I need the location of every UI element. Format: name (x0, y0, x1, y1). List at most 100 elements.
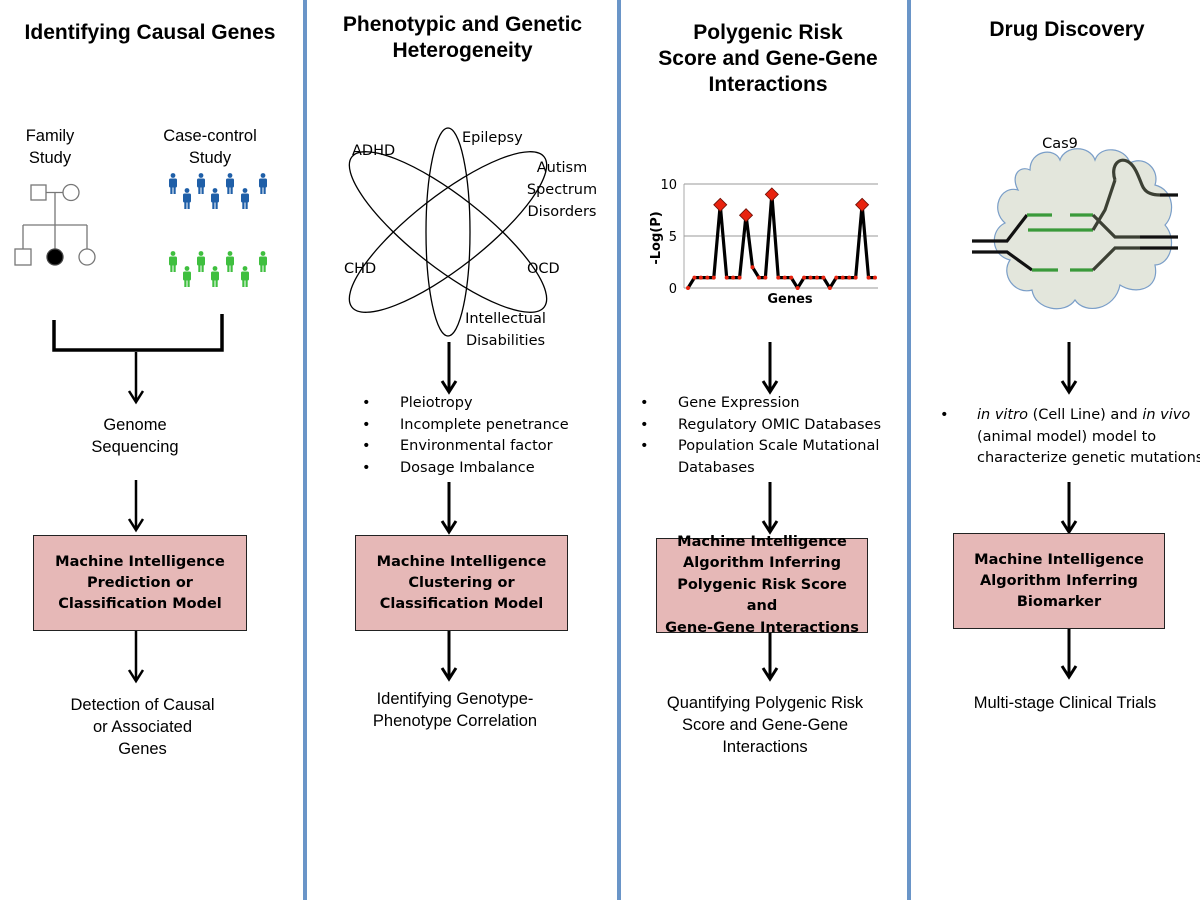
mother-circle (62, 183, 80, 202)
mi-polygenic-box: Machine Intelligence Algorithm Inferring… (656, 534, 868, 636)
cas9-label: Cas9 (1042, 136, 1078, 152)
column-title: Phenotypic and Genetic Heterogeneity (342, 13, 583, 62)
control-person-icon (241, 266, 249, 287)
data-point (802, 275, 807, 280)
control-person-icon (259, 251, 267, 272)
mi-biomarker-box: Machine Intelligence Algorithm Inferring… (953, 533, 1165, 629)
case-person-icon (197, 173, 205, 194)
list-item: Gene Expression (640, 393, 881, 415)
arrow-down (761, 633, 779, 682)
y-tick-label: 0 (669, 282, 677, 297)
data-point (711, 275, 716, 280)
data-point (795, 286, 800, 290)
dna-strand-bottom (972, 250, 1033, 272)
mi-prediction-box: Machine Intelligence Prediction or Class… (33, 535, 247, 631)
x-axis-label: Genes (767, 292, 813, 307)
son-square (14, 248, 32, 266)
data-sources-list: Gene Expression Regulatory OMIC Database… (640, 393, 881, 479)
heterogeneity-factors-list: Pleiotropy Incomplete penetrance Environ… (362, 393, 569, 479)
list-item: Dosage Imbalance (362, 458, 569, 480)
control-person-icon (226, 251, 234, 272)
case-control-study-label: Case-control Study (163, 127, 257, 167)
peak-marker (764, 187, 779, 202)
ellipse-diagonal-1 (348, 151, 548, 313)
data-point (789, 275, 794, 280)
data-point (821, 275, 826, 280)
case-person-icon (183, 188, 191, 209)
label-adhd: ADHD (352, 143, 396, 159)
list-item: Population Scale Mutational Databases (640, 436, 881, 479)
data-point (763, 275, 768, 280)
data-point (731, 275, 736, 280)
data-point (724, 275, 729, 280)
column-title: Polygenic Risk Score and Gene-Gene Inter… (658, 21, 878, 96)
cas9-crispr-diagram (972, 148, 1178, 310)
data-point (776, 275, 781, 280)
data-point (692, 275, 697, 280)
outcome-label: Multi-stage Clinical Trials (973, 694, 1157, 712)
column-title: Drug Discovery (989, 18, 1145, 41)
arrow-down (127, 480, 145, 533)
peak-marker (855, 197, 870, 212)
case-person-icon (259, 173, 267, 194)
arrow-down (127, 631, 145, 684)
case-person-icon (226, 173, 234, 194)
mi-clustering-box: Machine Intelligence Clustering or Class… (355, 535, 568, 631)
case-person-icon (211, 188, 219, 209)
bullet-text: (Cell Line) and (1027, 407, 1143, 423)
data-point (782, 275, 787, 280)
in-vivo-text: in vivo (1142, 407, 1191, 423)
affected-daughter-circle (46, 248, 64, 266)
list-item: Incomplete penetrance (362, 415, 569, 437)
y-tick-label: 10 (660, 178, 677, 193)
phenotype-ellipses (348, 127, 548, 337)
pedigree-diagram (14, 183, 96, 266)
y-axis-label: -Log(P) (649, 211, 664, 264)
case-control-people (169, 173, 267, 287)
label-intellectual-disabilities: Intellectual Disabilities (465, 311, 546, 349)
outcome-label: Identifying Genotype- Phenotype Correlat… (372, 690, 538, 730)
bullet-text: (animal model) model to characterize gen… (977, 428, 1200, 467)
ellipse-diagonal-2 (348, 151, 548, 313)
list-item: • in vitro (Cell Line) and in vivo (anim… (940, 405, 1200, 470)
data-point (705, 275, 710, 280)
control-person-icon (211, 266, 219, 287)
peak-marker (713, 197, 728, 212)
case-person-icon (241, 188, 249, 209)
arrow-down (761, 482, 779, 535)
y-tick-label: 5 (669, 230, 677, 245)
outcome-label: Quantifying Polygenic Risk Score and Gen… (666, 694, 864, 756)
data-point (834, 275, 839, 280)
list-item: Regulatory OMIC Databases (640, 415, 881, 437)
genome-sequencing-label: Genome Sequencing (91, 416, 179, 456)
control-person-icon (183, 266, 191, 287)
arrow-down (440, 342, 458, 395)
label-autism: Autism Spectrum Disorders (526, 160, 598, 220)
data-point (737, 275, 742, 280)
outcome-label: Detection of Causal or Associated Genes (70, 696, 215, 758)
merge-bracket (52, 314, 224, 405)
arrow-down (440, 631, 458, 682)
data-point (756, 275, 761, 280)
data-point (853, 275, 858, 280)
daughter-circle (78, 248, 96, 266)
data-point (808, 275, 813, 280)
arrow-down (1060, 482, 1078, 535)
peak-marker (738, 208, 754, 223)
series-line (686, 192, 875, 290)
label-epilepsy: Epilepsy (462, 130, 523, 146)
column-title: Identifying Causal Genes (24, 21, 276, 44)
list-item: Environmental factor (362, 436, 569, 458)
arrow-down (1060, 342, 1078, 395)
arrow-down (1060, 629, 1078, 680)
control-person-icon (169, 251, 177, 272)
model-systems-list: • in vitro (Cell Line) and in vivo (anim… (940, 405, 1200, 470)
label-chd: CHD (344, 261, 377, 277)
data-point (698, 275, 703, 280)
father-square (30, 184, 47, 201)
label-ocd: OCD (527, 261, 560, 277)
control-person-icon (197, 251, 205, 272)
data-point (750, 265, 755, 270)
arrow-down (440, 482, 458, 535)
data-point (873, 275, 877, 280)
